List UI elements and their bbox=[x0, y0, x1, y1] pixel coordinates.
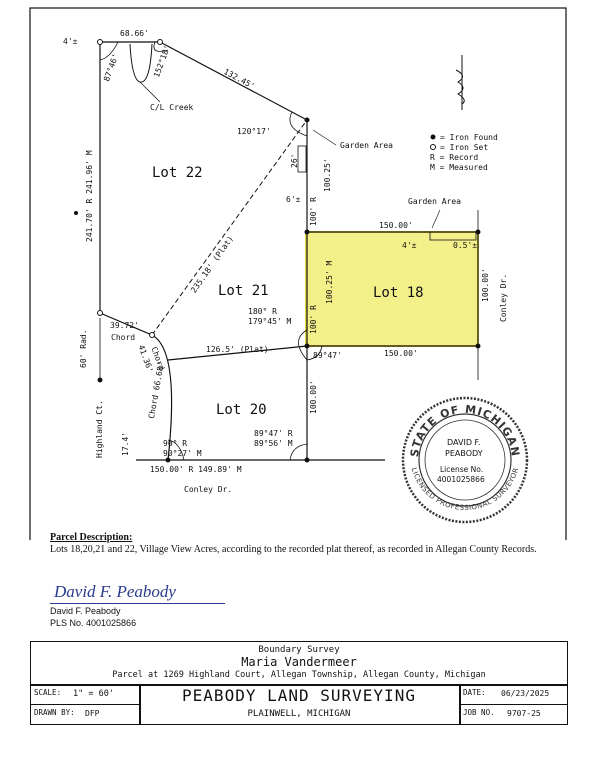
legend-iron-found: = Iron Found bbox=[440, 133, 498, 142]
drawn-value: DFP bbox=[85, 709, 100, 718]
lot18-top-dim: 150.00' bbox=[379, 221, 413, 230]
legend-iron-set: = Iron Set bbox=[440, 143, 489, 152]
conley-dr-east: Conley Dr. bbox=[499, 273, 508, 322]
lot18-bottom-dim: 150.00' bbox=[384, 349, 418, 358]
garden-box-2 bbox=[429, 231, 477, 241]
lot22-label: Lot 22 bbox=[152, 165, 203, 181]
survey-type: Boundary Survey bbox=[258, 645, 340, 655]
angle-179m: 179°45' M bbox=[248, 317, 292, 326]
drawn-label: DRAWN BY: bbox=[34, 708, 75, 717]
plat-drawing: STATE OF MICHIGAN LICENSED PROFESSIONAL … bbox=[29, 7, 567, 540]
dim-26: 26' bbox=[290, 153, 299, 168]
creek-label: C/L Creek bbox=[150, 103, 194, 112]
highland-ct: Highland Ct. bbox=[95, 400, 104, 458]
dim-6: 6'± bbox=[286, 195, 301, 204]
angle-89-47: 89°47' bbox=[313, 351, 342, 360]
title-block: Boundary Survey Maria Vandermeer Parcel … bbox=[30, 641, 568, 725]
angle-90r: 90° R bbox=[163, 439, 188, 448]
scale-value: 1" = 60' bbox=[73, 689, 114, 699]
description-body: Lots 18,20,21 and 22, Village View Acres… bbox=[50, 544, 537, 555]
company-name: PEABODY LAND SURVEYING bbox=[182, 686, 416, 705]
parcel-description: Parcel Description: Lots 18,20,21 and 22… bbox=[50, 532, 560, 556]
lot21-label: Lot 21 bbox=[218, 283, 269, 299]
date-value: 06/23/2025 bbox=[501, 689, 550, 698]
conley-dr-south: Conley Dr. bbox=[184, 485, 233, 494]
angle-120: 120°17' bbox=[237, 127, 271, 136]
angle-90m: 90°27' M bbox=[163, 449, 202, 458]
dim-top-left: 4'± bbox=[63, 37, 78, 46]
scale-label: SCALE: bbox=[34, 688, 62, 697]
company-city: PLAINWELL, MICHIGAN bbox=[247, 709, 351, 719]
seal-name2: PEABODY bbox=[445, 449, 483, 458]
dim-top: 68.66' bbox=[120, 29, 149, 38]
garden-area-2: Garden Area bbox=[408, 197, 461, 206]
angle-arcs bbox=[99, 41, 323, 461]
dim-east-100-25: 100.25' bbox=[323, 158, 332, 192]
plat-126: 126.5' (Plat) bbox=[206, 345, 269, 354]
lot18-east-dim: 100.00' bbox=[481, 268, 490, 302]
client-name: Maria Vandermeer bbox=[241, 655, 357, 669]
garden-area-1: Garden Area bbox=[340, 141, 393, 150]
legend-record: R = Record bbox=[430, 153, 479, 162]
surveyor-seal: STATE OF MICHIGAN LICENSED PROFESSIONAL … bbox=[401, 396, 529, 524]
lot18-05: 0.5'± bbox=[453, 241, 478, 250]
angle-180r: 180° R bbox=[248, 307, 277, 316]
north-arrow bbox=[455, 55, 465, 110]
seal-name1: DAVID F. bbox=[447, 438, 481, 447]
signature-script: David F. Peabody bbox=[54, 582, 176, 601]
dim-bottom: 150.00' R 149.89' M bbox=[150, 465, 242, 474]
signature-name: David F. Peabody bbox=[50, 606, 121, 616]
chord-39: 39.72' bbox=[110, 321, 139, 330]
angle-8947r: 89°47' R bbox=[254, 429, 293, 438]
lot18-label: Lot 18 bbox=[373, 285, 424, 301]
garden-box-1 bbox=[297, 145, 307, 173]
dim-17: 17.4' bbox=[121, 431, 130, 456]
lot18-west2-dim: 100' R bbox=[309, 305, 318, 334]
job-label: JOB NO. bbox=[463, 708, 495, 717]
legend-found-marker bbox=[430, 134, 436, 140]
legend-set-marker bbox=[430, 144, 436, 150]
lot20-label: Lot 20 bbox=[216, 402, 267, 418]
lot18-west-dim: 100.25' M bbox=[325, 260, 334, 304]
iron-markers bbox=[74, 39, 481, 463]
dim-east-lot20: 100.00' bbox=[309, 380, 318, 414]
dim-west: 241.70' R 241.96' M bbox=[85, 150, 94, 242]
signature-pls: PLS No. 4001025866 bbox=[50, 618, 137, 628]
seal-lic1: License No. bbox=[440, 465, 484, 474]
seal-lic2: 4001025866 bbox=[437, 475, 485, 484]
job-value: 9707-25 bbox=[507, 709, 541, 718]
radius-60: 60' Rad. bbox=[79, 329, 88, 368]
creek-leader bbox=[139, 81, 161, 103]
angle-8956m: 89°56' M bbox=[254, 439, 293, 448]
legend-measured: M = Measured bbox=[430, 163, 488, 172]
signature-block: David F. Peabody David F. Peabody PLS No… bbox=[50, 580, 230, 630]
lot18-4: 4'± bbox=[402, 241, 417, 250]
parcel-address: Parcel at 1269 Highland Court, Allegan T… bbox=[112, 670, 486, 680]
date-label: DATE: bbox=[463, 688, 486, 697]
chord-label-1: Chord bbox=[111, 333, 136, 342]
plat-dashed-lines bbox=[151, 119, 308, 336]
description-heading: Parcel Description: bbox=[50, 532, 133, 543]
dim-east-100r: 100' R bbox=[309, 197, 318, 226]
creek-line bbox=[129, 43, 153, 83]
drawing-frame bbox=[29, 7, 567, 540]
